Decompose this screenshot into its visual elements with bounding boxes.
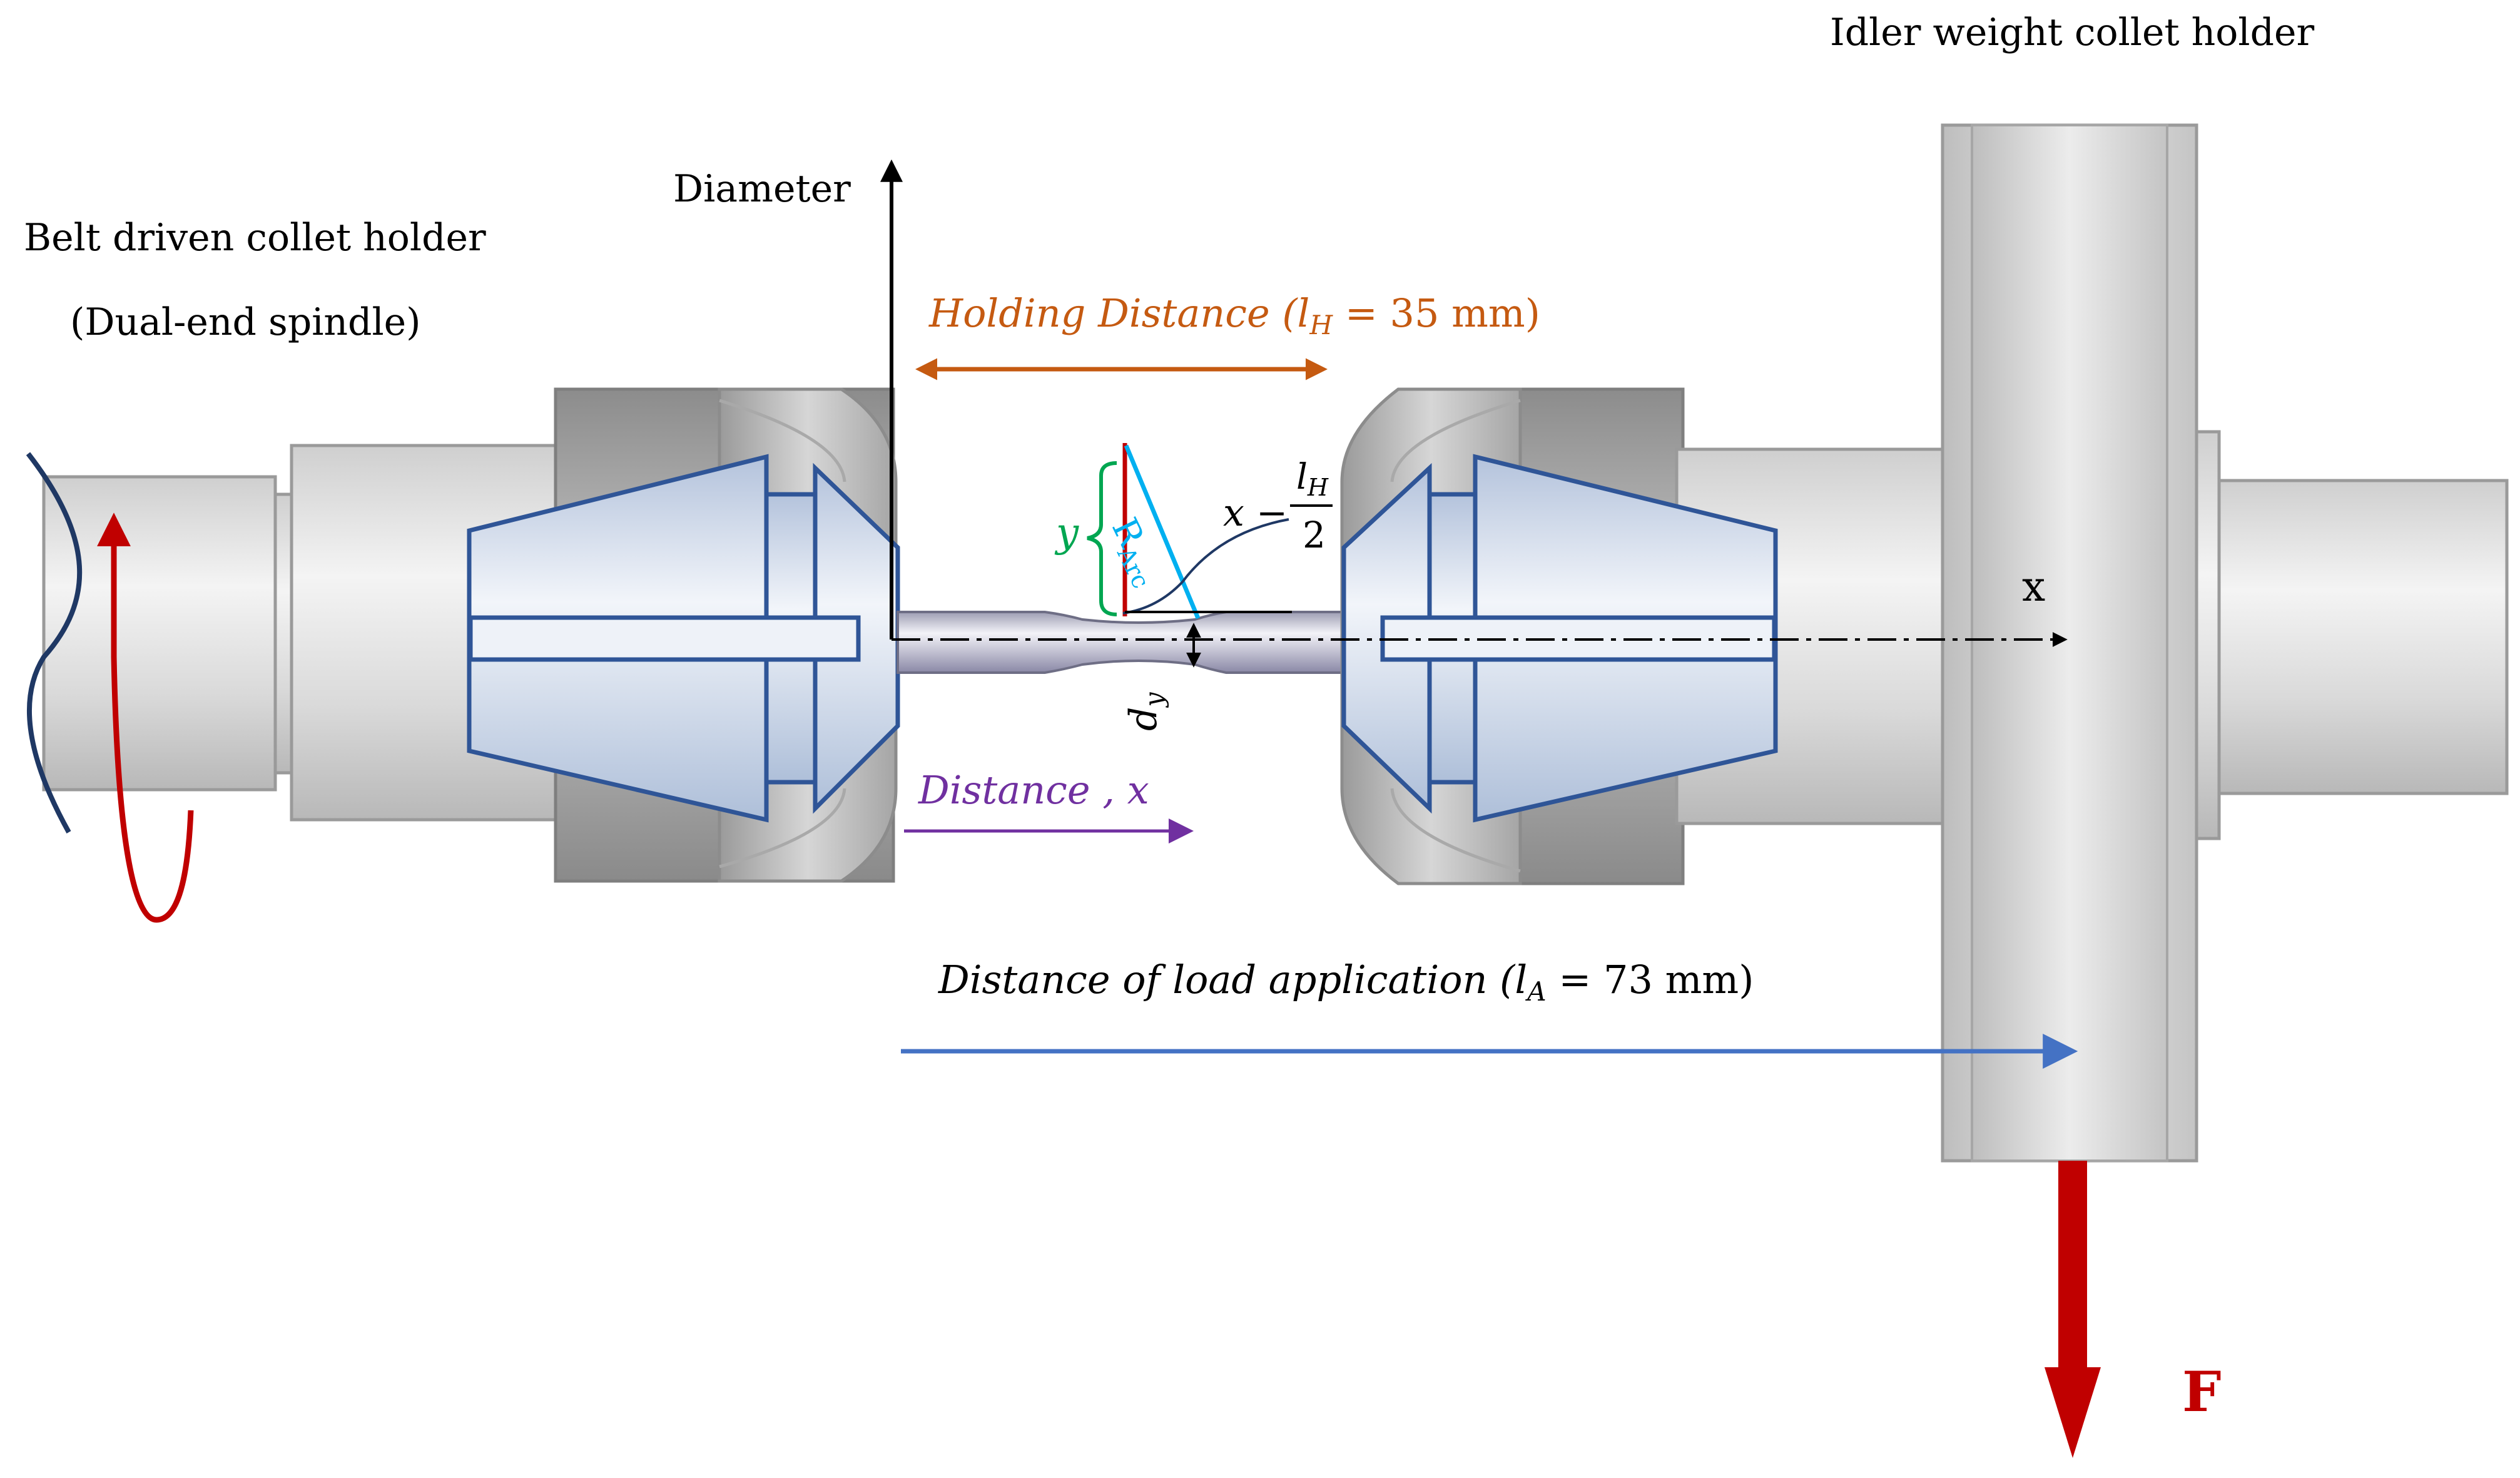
y-brace	[1087, 461, 1117, 616]
r-arc-line	[1124, 444, 1201, 619]
x-minus-label: x −	[1223, 491, 1288, 535]
y-label: y	[1056, 510, 1079, 556]
holding-distance-label: Holding Distance (lH = 35 mm)	[929, 294, 1540, 339]
holding-distance-symbol: l	[1297, 290, 1310, 336]
rotation-arrow	[97, 512, 194, 923]
holding-distance-value: = 35 mm)	[1333, 290, 1540, 336]
d-y-subscript: y	[1139, 692, 1170, 707]
holding-distance-subscript: H	[1309, 309, 1333, 340]
idler-weight-disk	[1941, 123, 2509, 1163]
lh-denominator: 2	[1303, 514, 1326, 556]
belt-holder-label: Belt driven collet holder	[24, 216, 486, 260]
distance-x-label: Distance , x	[918, 767, 1149, 813]
lh-num-subscript: H	[1307, 473, 1329, 501]
x-axis-label: x	[2022, 563, 2046, 611]
x-minus-leader	[1122, 518, 1289, 614]
load-distance-label: Distance of load application (lA = 73 mm…	[938, 961, 1754, 1005]
force-label: F	[2182, 1359, 2222, 1424]
left-collet	[467, 454, 900, 823]
d-y-symbol: d	[1122, 706, 1166, 731]
left-spindle-shaft	[42, 475, 296, 792]
idler-holder-label: Idler weight collet holder	[1830, 11, 2315, 54]
d-y-label: dy	[1122, 693, 1169, 731]
load-distance-text: Distance of load application (	[938, 957, 1515, 1002]
load-distance-value: = 73 mm)	[1546, 957, 1754, 1002]
specimen	[897, 611, 1343, 674]
diameter-axis-label: Diameter	[673, 167, 851, 211]
lh-num-symbol: l	[1296, 457, 1308, 497]
load-distance-subscript: A	[1527, 976, 1547, 1007]
force-arrow	[2045, 1161, 2101, 1458]
holding-distance-text: Holding Distance (	[929, 290, 1298, 336]
fraction-bar	[1290, 504, 1333, 507]
load-distance-symbol: l	[1515, 957, 1528, 1002]
shaft-break-line	[26, 452, 83, 833]
belt-holder-sublabel: (Dual-end spindle)	[70, 300, 421, 344]
lh-numerator: lH	[1296, 457, 1328, 499]
